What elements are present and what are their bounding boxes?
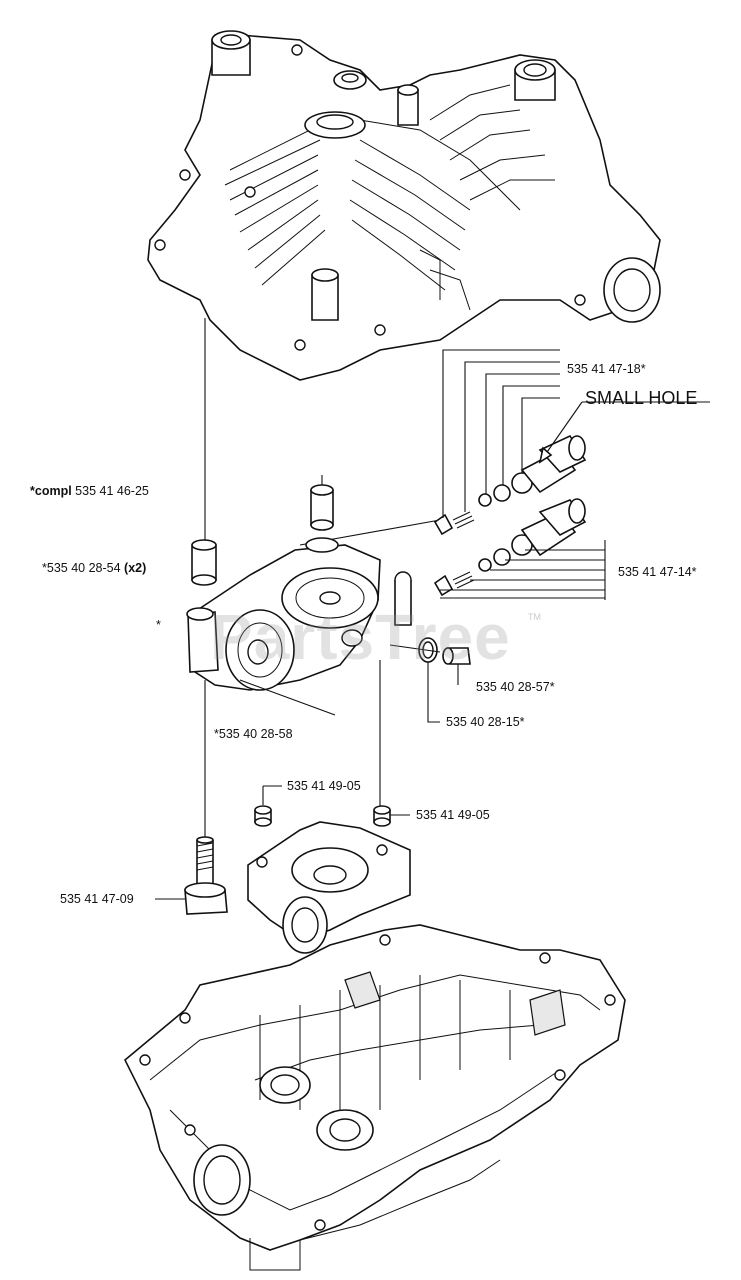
bushing-left (254, 805, 272, 827)
hex-bolt (184, 836, 228, 915)
callout-535-40-28-57: 535 40 28-57* (476, 680, 555, 694)
dowel-sleeve-top (305, 484, 339, 553)
upper-valve-assembly (433, 434, 587, 536)
lower-housing (124, 924, 626, 1271)
trademark-mark: TM (528, 612, 541, 622)
upper-housing (147, 30, 661, 381)
lower-manifold-block (247, 821, 411, 954)
lower-valve-assembly (433, 498, 587, 597)
callout-small-asterisk: * (156, 618, 161, 632)
dowel-sleeve-left (191, 539, 217, 586)
callout-535-41-47-09: 535 41 47-09 (60, 892, 134, 906)
callout-535-41-47-14: 535 41 47-14* (618, 565, 697, 579)
center-section (186, 519, 441, 716)
plug (442, 647, 471, 665)
callout-535-40-28-54: *535 40 28-54 (x2) (42, 561, 147, 575)
callout-small-hole: SMALL HOLE (585, 388, 698, 408)
partstree-watermark: PartsTree (210, 601, 511, 673)
callout-535-41-46-25: *compl 535 41 46-25 (30, 484, 149, 498)
bushing-right (373, 805, 391, 827)
callout-535-41-47-18: 535 41 47-18* (567, 362, 646, 376)
callout-535-40-28-15: 535 40 28-15* (446, 715, 525, 729)
callout-535-41-49-05-left: 535 41 49-05 (287, 779, 361, 793)
callout-535-41-49-05-right: 535 41 49-05 (416, 808, 490, 822)
callout-535-40-28-58: *535 40 28-58 (214, 727, 293, 741)
